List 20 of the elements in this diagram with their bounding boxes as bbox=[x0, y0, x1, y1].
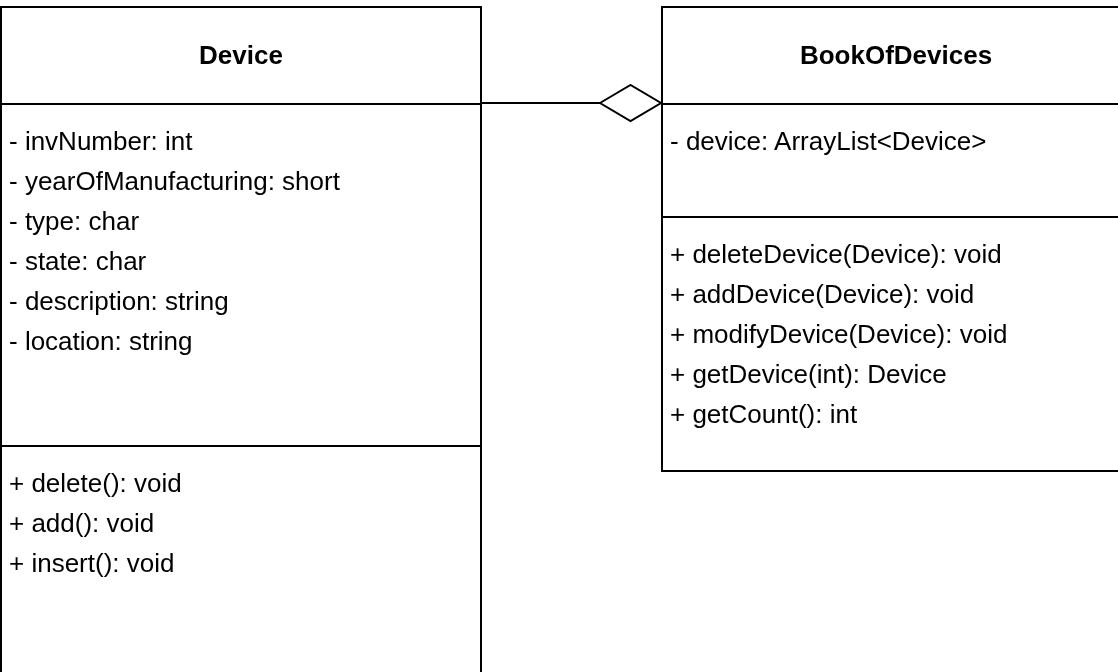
member-text: - yearOfManufacturing: short bbox=[9, 165, 340, 198]
member-text: - device: ArrayList<Device> bbox=[670, 125, 987, 158]
member-text: - location: string bbox=[9, 325, 193, 358]
class-box bbox=[0, 6, 482, 672]
class-name: Device bbox=[199, 39, 283, 72]
member-text: - type: char bbox=[9, 205, 140, 238]
member-text: + addDevice(Device): void bbox=[670, 278, 975, 312]
member-text: + getCount(): int bbox=[670, 398, 858, 432]
member-text: + getDevice(int): Device bbox=[670, 358, 947, 392]
member-text: - state: char bbox=[9, 245, 147, 278]
member-text: - invNumber: int bbox=[9, 125, 193, 158]
class-name: BookOfDevices bbox=[799, 39, 993, 72]
member-text: + deleteDevice(Device): void bbox=[670, 238, 1002, 272]
member-text: + add(): void bbox=[9, 507, 155, 541]
class-box bbox=[661, 6, 1118, 472]
aggregation-line bbox=[481, 84, 662, 122]
member-text: - description: string bbox=[9, 285, 229, 318]
member-text: + delete(): void bbox=[9, 467, 182, 501]
member-text: + modifyDevice(Device): void bbox=[670, 318, 1008, 352]
member-text: + insert(): void bbox=[9, 547, 175, 581]
